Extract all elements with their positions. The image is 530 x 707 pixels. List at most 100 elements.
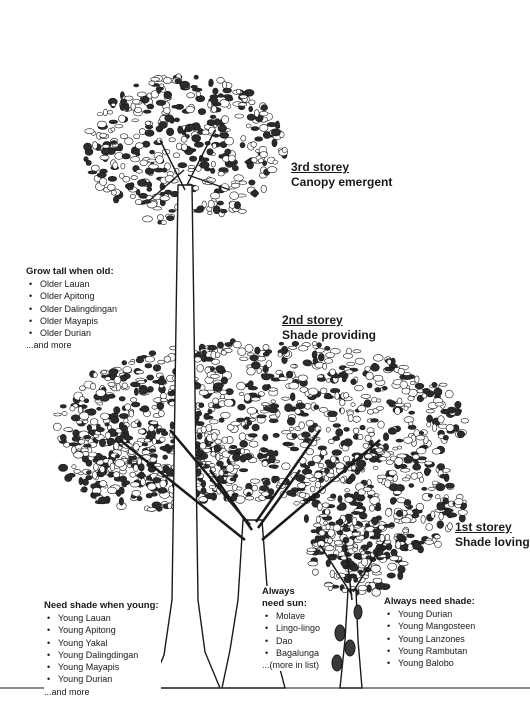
leaf-cluster [60,434,66,441]
leaf-cluster [135,107,142,112]
leaf-cluster [358,585,367,591]
leaf-cluster [107,394,115,398]
leaf-cluster [404,417,414,423]
leaf-cluster [139,129,145,135]
leaf-cluster [146,476,150,481]
need-shade-young-list: Need shade when young: Young Lauan Young… [44,600,161,698]
leaf-cluster [213,398,219,404]
leaf-cluster [139,464,145,472]
leaf-cluster [70,406,75,411]
leaf-cluster [201,488,207,495]
leaf-cluster [437,521,444,529]
leaf-cluster [261,185,267,192]
leaf-cluster [262,461,268,467]
leaf-cluster [269,465,279,468]
leaf-cluster [269,419,278,423]
leaf-cluster [426,409,434,413]
leaf-cluster [347,362,355,366]
leaf-cluster [385,480,391,488]
leaf-cluster [327,411,337,417]
leaf-cluster [393,447,398,450]
leaf-cluster [209,82,213,86]
leaf-cluster [395,458,403,466]
leaf-cluster [145,121,151,125]
leaf-cluster [261,448,269,452]
leaf-cluster [314,405,319,410]
leaf-cluster [232,165,238,170]
list-item: Young Lanzones [384,633,475,645]
leaf-cluster [278,352,282,357]
leaf-cluster [425,540,434,544]
leaf-cluster [434,535,440,539]
leaf-cluster [251,142,257,148]
leaf-cluster [147,159,156,162]
leaf-cluster [350,565,359,572]
leaf-cluster [187,93,195,98]
leaf-cluster [238,103,246,106]
leaf-cluster [247,114,255,120]
leaf-cluster [216,453,220,460]
leaf-cluster [422,487,427,490]
leaf-cluster [251,127,259,131]
leaf-cluster [413,454,420,459]
leaf-cluster [131,176,138,180]
leaf-cluster [135,199,142,204]
leaf-cluster [282,147,287,152]
leaf-cluster [372,397,377,402]
leaf-cluster [375,448,382,452]
leaf-cluster [427,422,431,427]
need-shade-young-more: ...and more [44,686,159,698]
leaf-cluster [366,372,373,380]
leaf-cluster [245,496,253,500]
list-item: Older Lauan [26,278,117,290]
leaf-cluster [228,451,236,454]
leaf-cluster [239,469,248,472]
leaf-cluster [100,466,105,473]
leaf-cluster [389,470,397,476]
leaf-cluster [260,124,268,131]
leaf-cluster [86,460,92,466]
leaf-cluster [146,493,152,498]
leaf-cluster [219,470,224,476]
leaf-cluster [318,463,323,467]
leaf-cluster [86,475,93,479]
leaf-cluster [98,497,107,504]
leaf-cluster [308,426,314,433]
leaf-cluster [169,209,176,212]
leaf-cluster [149,164,159,169]
leaf-cluster [132,490,141,496]
leaf-cluster [97,407,102,410]
leaf-cluster [408,422,413,426]
leaf-cluster [250,479,260,483]
leaf-cluster [213,206,220,214]
leaf-cluster [142,450,150,455]
always-sun-list: Always need sun: Molave Lingo-lingo Dao … [262,586,322,671]
leaf-cluster [396,439,403,442]
leaf-cluster [425,469,431,474]
leaf-cluster [93,372,97,377]
leaf-cluster [445,483,454,488]
leaf-cluster [244,394,250,402]
leaf-cluster [103,144,110,148]
leaf-cluster [316,348,325,353]
leaf-cluster [191,85,198,88]
leaf-cluster [113,472,120,478]
leaf-cluster [96,427,104,432]
leaf-cluster [248,381,253,387]
leaf-cluster [285,443,293,446]
leaf-cluster [432,448,441,454]
leaf-cluster [408,425,416,429]
leaf-cluster [207,149,213,155]
leaf-cluster [448,523,453,530]
leaf-cluster [375,388,381,392]
leaf-cluster [389,364,397,368]
leaf-cluster [311,530,317,533]
leaf-cluster [317,343,322,348]
leaf-cluster [400,468,410,472]
leaf-cluster [136,474,145,478]
leaf-cluster [416,503,424,510]
leaf-cluster [332,375,340,379]
leaf-cluster [131,402,140,407]
leaf-cluster [217,342,223,349]
leaf-cluster [395,403,404,406]
